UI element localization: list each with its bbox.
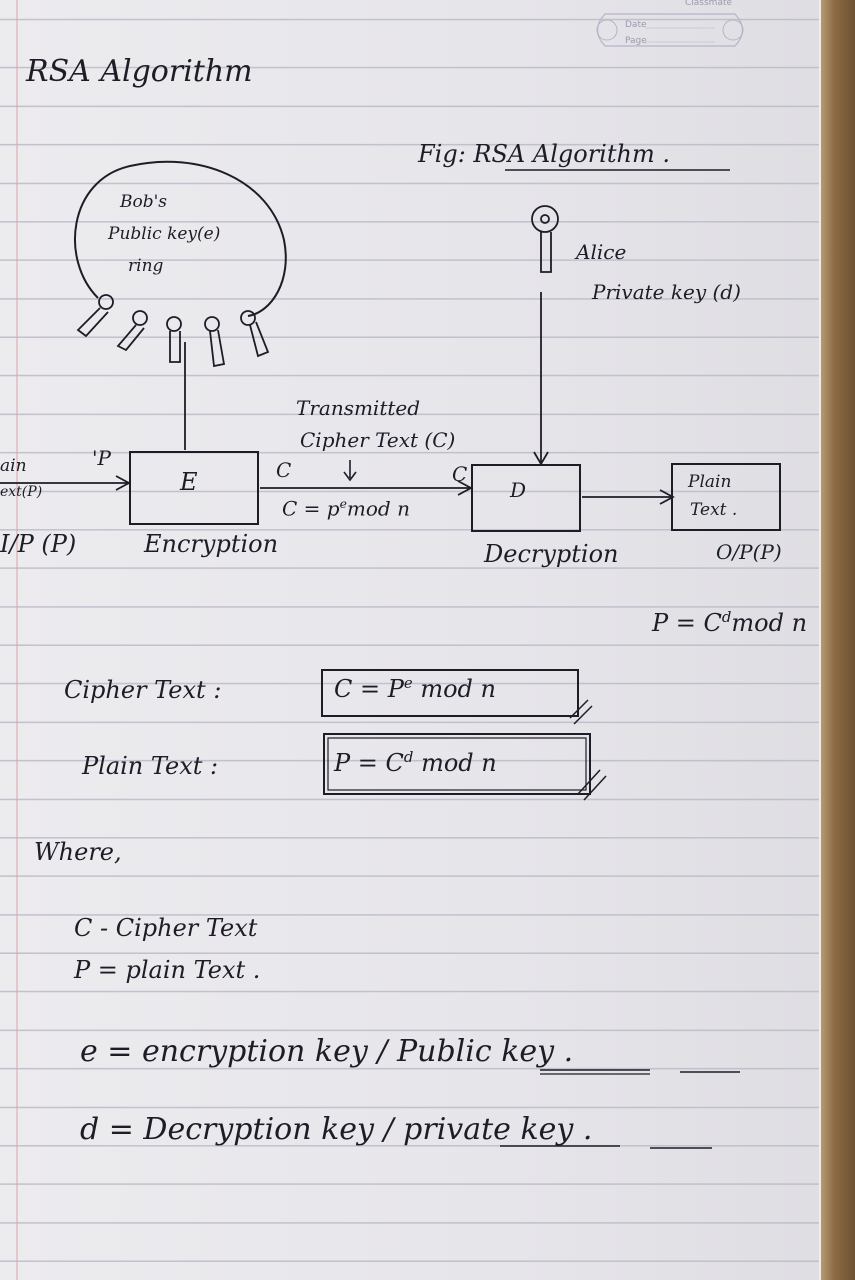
plain-formula-box [323, 733, 591, 795]
input-label-line2: ext(P) [0, 484, 43, 500]
figure-caption: Fig: RSA Algorithm . [418, 140, 670, 168]
transmitted-label: Transmitted [296, 396, 421, 420]
cipher-formula-box [321, 669, 579, 717]
keyring-label-line3: ring [128, 256, 164, 276]
where-item-c: C - Cipher Text [74, 914, 258, 942]
decrypt-box-label: D [510, 478, 527, 502]
cipher-text-label: Cipher Text (C) [300, 428, 456, 452]
where-item-e: e = encryption key / Public key . [80, 1034, 574, 1069]
keyring-label-line1: Bob's [120, 192, 168, 212]
page-title: RSA Algorithm [26, 54, 253, 89]
plain-formula-prefix: Plain Text : [82, 752, 219, 780]
alice-key-label: Private key (d) [592, 280, 741, 304]
ip-label: I/P (P) [0, 530, 77, 558]
cipher-formula-prefix: Cipher Text : [64, 676, 222, 704]
encrypt-box-label: E [180, 468, 198, 496]
decryption-box [471, 464, 581, 532]
margin-line [16, 0, 18, 1280]
p-tag: 'P [92, 446, 111, 470]
plain-box-line2: Text . [690, 500, 738, 520]
alice-label: Alice [576, 240, 627, 264]
c-formula: C = pemod n [282, 496, 410, 521]
encryption-label: Encryption [144, 530, 279, 558]
p-formula: P = Cdmod n [652, 608, 808, 637]
keys-icon [76, 294, 270, 368]
stamp-brand: Classmate [685, 0, 733, 8]
keyring-label-line2: Public key(e) [108, 224, 221, 244]
decryption-label: Decryption [484, 540, 619, 568]
keyring-circle [73, 160, 287, 317]
alice-key-icon [531, 205, 559, 273]
c-tag-left: C [276, 458, 292, 482]
stamp-frame-icon [596, 13, 744, 47]
encryption-box [129, 451, 259, 525]
where-heading: Where, [34, 838, 122, 866]
where-item-p: P = plain Text . [74, 956, 261, 984]
c-tag-right: C [452, 462, 468, 486]
where-item-d: d = Decryption key / private key . [80, 1112, 593, 1147]
stamp-page-label: Page [625, 36, 647, 46]
op-label: O/P(P) [716, 540, 782, 564]
stamp-date-label: Date [625, 20, 647, 30]
input-label-line1: ain [0, 456, 27, 476]
classmate-stamp: Classmate Date Page [585, 0, 755, 56]
wooden-table-edge [821, 0, 855, 1280]
plain-formula: P = Cd mod n [334, 748, 497, 777]
plain-box-line1: Plain [688, 472, 732, 492]
cipher-formula: C = Pe mod n [334, 674, 496, 703]
